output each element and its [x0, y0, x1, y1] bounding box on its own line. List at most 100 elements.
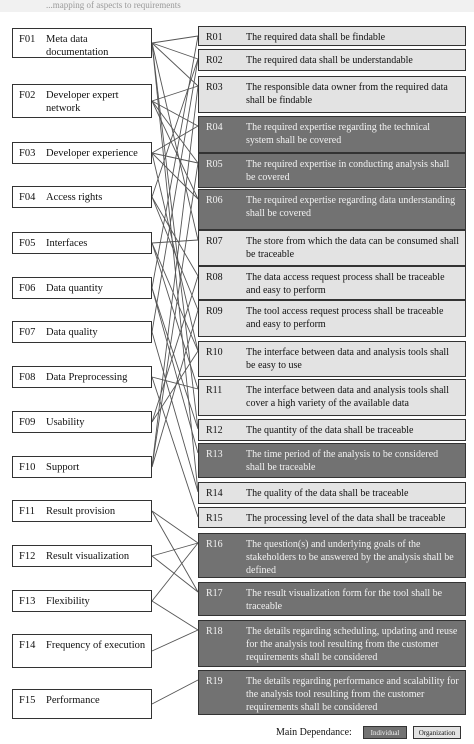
requirement-text: The required expertise in conducting ana…: [246, 159, 450, 183]
link-f02-r05: [151, 100, 199, 164]
link-f03-r06: [151, 152, 199, 200]
requirement-box-r19: R19 The details regarding performance and…: [198, 670, 466, 715]
factor-id: F11: [19, 506, 35, 517]
requirement-text: The tool access request process shall be…: [246, 306, 444, 330]
requirement-text: The quality of the data shall be traceab…: [246, 488, 409, 499]
factor-name: Developer experience: [46, 148, 138, 159]
factor-box-f07: F07 Data quality: [12, 321, 152, 343]
link-f11-r17: [151, 510, 199, 593]
link-f01-r02: [151, 42, 199, 60]
requirement-text: The question(s) and underlying goals of …: [246, 539, 454, 576]
requirement-text: The details regarding scheduling, updati…: [246, 626, 458, 663]
figure-caption: ...mapping of aspects to requirements: [46, 0, 181, 10]
requirement-text: The required data shall be findable: [246, 32, 386, 43]
link-f01-r01: [151, 35, 199, 44]
factor-id: F06: [19, 283, 36, 294]
requirement-text: The required expertise regarding the tec…: [246, 122, 431, 146]
factor-name: Developer expert network: [46, 90, 119, 114]
requirement-text: The time period of the analysis to be co…: [246, 449, 439, 473]
link-f06-r01: [151, 35, 199, 289]
link-f13-r18: [151, 600, 199, 631]
requirement-id: R03: [206, 82, 223, 93]
requirement-text: The interface between data and analysis …: [246, 385, 449, 409]
requirement-id: R09: [206, 306, 223, 317]
factor-id: F14: [19, 640, 36, 651]
requirement-box-r14: R14 The quality of the data shall be trac…: [198, 482, 466, 504]
factor-box-f14: F14 Frequency of execution: [12, 634, 152, 668]
requirement-id: R14: [206, 488, 223, 499]
link-f04-r02: [151, 58, 199, 198]
requirement-id: R07: [206, 236, 223, 247]
link-f03-r10: [151, 152, 199, 352]
link-f07-r14: [151, 331, 199, 493]
requirement-text: The store from which the data can be con…: [246, 236, 459, 260]
factor-id: F10: [19, 462, 36, 473]
requirement-text: The result visualization form for the to…: [246, 588, 443, 612]
factor-box-f06: F06 Data quantity: [12, 277, 152, 299]
link-f07-r02: [151, 58, 199, 333]
factor-box-f03: F03 Developer experience: [12, 142, 152, 164]
factor-name: Meta data documentation: [46, 34, 109, 58]
requirement-box-r08: R08 The data access request process shall…: [198, 266, 466, 300]
link-f12-r16: [151, 542, 199, 557]
factor-name: Data quality: [46, 327, 98, 338]
requirement-text: The required data shall be understandabl…: [246, 55, 413, 66]
link-f06-r13: [151, 287, 199, 454]
factor-id: F01: [19, 34, 36, 45]
requirement-id: R19: [206, 676, 223, 687]
factor-id: F05: [19, 238, 36, 249]
factor-id: F09: [19, 417, 36, 428]
link-f04-r09: [151, 196, 199, 311]
factor-id: F15: [19, 695, 36, 706]
requirement-text: The quantity of the data shall be tracea…: [246, 425, 414, 436]
requirement-text: The required expertise regarding data un…: [246, 195, 456, 219]
requirement-box-r13: R13 The time period of the analysis to be…: [198, 443, 466, 478]
factor-box-f09: F09 Usability: [12, 411, 152, 433]
factor-name: Usability: [46, 417, 85, 428]
link-f03-r05: [151, 152, 199, 164]
link-f10-r09: [151, 309, 199, 468]
factor-name: Frequency of execution: [46, 640, 146, 651]
requirement-id: R01: [206, 32, 223, 43]
requirement-id: R13: [206, 449, 223, 460]
link-f15-r19: [151, 679, 199, 705]
requirement-box-r06: R06 The required expertise regarding data…: [198, 189, 466, 230]
legend-label: Main Dependance:: [276, 727, 352, 738]
factor-id: F07: [19, 327, 36, 338]
requirement-text: The details regarding performance and sc…: [246, 676, 459, 713]
link-f10-r05: [151, 162, 199, 468]
factor-name: Data quantity: [46, 283, 103, 294]
factor-name: Performance: [46, 695, 100, 706]
requirement-id: R06: [206, 195, 223, 206]
factor-name: Access rights: [46, 192, 103, 203]
requirement-id: R08: [206, 272, 223, 283]
link-f05-r07: [151, 239, 199, 244]
link-f11-r16: [151, 510, 199, 544]
requirement-text: The data access request process shall be…: [246, 272, 445, 296]
requirement-box-r09: R09 The tool access request process shall…: [198, 300, 466, 337]
link-f02-r04: [151, 100, 199, 127]
top-strip: ...mapping of aspects to requirements: [0, 0, 474, 12]
factor-box-f04: F04 Access rights: [12, 186, 152, 208]
requirement-text: The interface between data and analysis …: [246, 347, 449, 371]
factor-id: F04: [19, 192, 36, 203]
requirement-id: R12: [206, 425, 223, 436]
factor-id: F03: [19, 148, 36, 159]
link-f08-r11: [151, 376, 199, 390]
requirement-id: R04: [206, 122, 223, 133]
link-f09-r10: [151, 350, 199, 423]
factor-name: Result visualization: [46, 551, 130, 562]
link-f14-r18: [151, 629, 199, 652]
requirement-id: R16: [206, 539, 223, 550]
link-f04-r08: [151, 196, 199, 277]
factor-box-f15: F15 Performance: [12, 689, 152, 719]
